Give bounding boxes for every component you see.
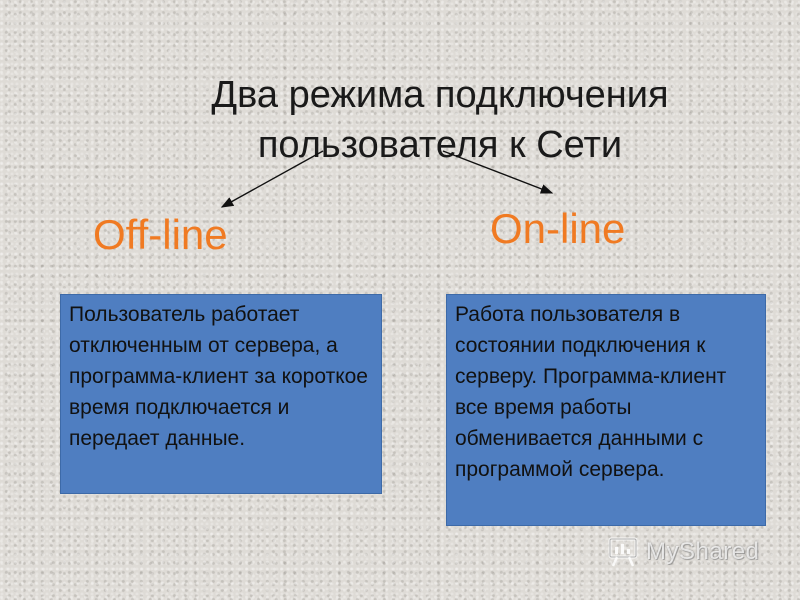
presentation-board-icon: [608, 537, 638, 567]
title-line-1: Два режима подключения: [211, 74, 669, 116]
slide-title: Два режима подключения пользователя к Се…: [150, 70, 730, 170]
online-label: On-line: [490, 205, 626, 252]
watermark-text: MyShared: [646, 538, 760, 565]
title-line-2: пользователя к Сети: [257, 124, 623, 166]
offline-description-text: Пользователь работает отключенным от сер…: [69, 303, 368, 450]
online-description-box: Работа пользователя в состоянии подключе…: [446, 294, 766, 526]
offline-description-box: Пользователь работает отключенным от сер…: [60, 294, 382, 494]
myshared-watermark: MyShared: [608, 534, 759, 570]
offline-label: Off-line: [93, 211, 228, 258]
online-description-text: Работа пользователя в состоянии подключе…: [455, 303, 727, 481]
